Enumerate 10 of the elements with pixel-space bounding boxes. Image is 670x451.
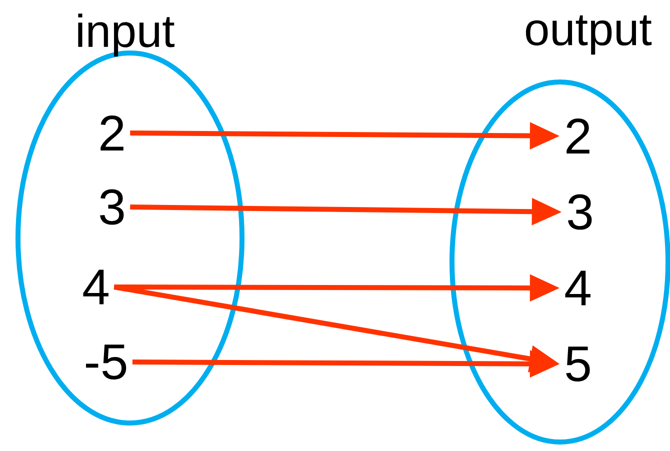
set-element: 2 <box>566 118 590 154</box>
set-element: 4 <box>83 270 108 304</box>
set-heading: output <box>526 15 652 55</box>
set-element: 3 <box>568 194 592 230</box>
set-element: -5 <box>86 344 126 380</box>
set-heading: input <box>78 14 174 56</box>
set-element: 4 <box>565 270 590 306</box>
set-element: 5 <box>566 346 590 382</box>
set-element: 3 <box>100 189 124 225</box>
set-element: 2 <box>100 116 124 150</box>
